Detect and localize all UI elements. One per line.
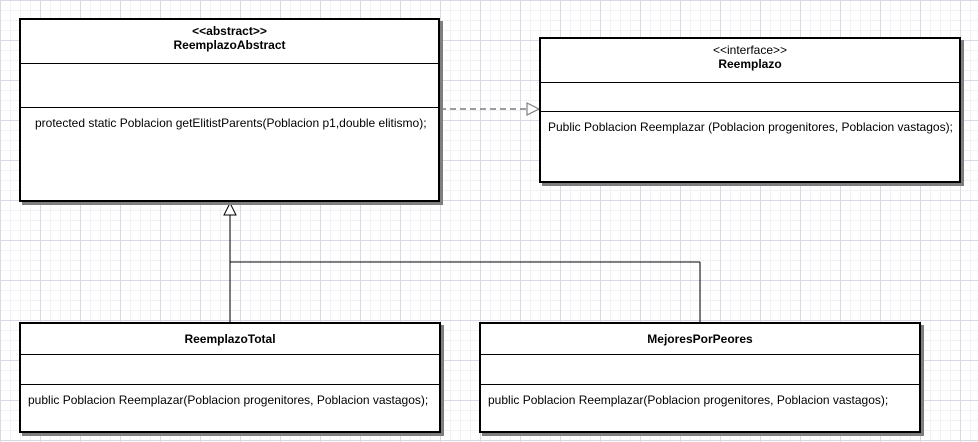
class-name: ReemplazoAbstract: [173, 38, 286, 52]
class-reemplazo-total[interactable]: ReemplazoTotal public Poblacion Reemplaz…: [19, 322, 441, 433]
class-header: MejoresPorPeores: [481, 324, 919, 355]
class-name: Reemplazo: [718, 57, 782, 71]
class-header: <<interface>> Reemplazo: [541, 39, 959, 83]
class-attributes: [21, 64, 438, 108]
class-name: ReemplazoTotal: [184, 332, 276, 346]
class-attributes: [21, 355, 439, 385]
realization-arrowhead: [526, 102, 541, 116]
class-reemplazo-abstract[interactable]: <<abstract>> ReemplazoAbstract protected…: [19, 18, 440, 202]
method-signature: public Poblacion Reemplazar(Poblacion pr…: [28, 393, 429, 407]
class-reemplazo-interface[interactable]: <<interface>> Reemplazo Public Poblacion…: [539, 37, 961, 183]
class-attributes: [481, 355, 919, 385]
method-signature: Public Poblacion Reemplazar (Poblacion p…: [548, 120, 953, 134]
method-signature: public Poblacion Reemplazar(Poblacion pr…: [488, 393, 889, 407]
generalization-arrowhead: [223, 201, 237, 216]
class-header: <<abstract>> ReemplazoAbstract: [21, 20, 438, 64]
class-methods: public Poblacion Reemplazar(Poblacion pr…: [21, 385, 439, 407]
class-name: MejoresPorPeores: [647, 332, 753, 346]
method-signature: protected static Poblacion getElitistPar…: [35, 116, 427, 130]
class-methods: Public Poblacion Reemplazar (Poblacion p…: [541, 112, 959, 134]
class-methods: protected static Poblacion getElitistPar…: [21, 108, 438, 130]
class-stereotype: <<abstract>>: [192, 24, 267, 38]
class-attributes: [541, 83, 959, 112]
class-stereotype: <<interface>>: [712, 43, 788, 57]
class-mejores-por-peores[interactable]: MejoresPorPeores public Poblacion Reempl…: [479, 322, 921, 433]
class-header: ReemplazoTotal: [21, 324, 439, 355]
class-methods: public Poblacion Reemplazar(Poblacion pr…: [481, 385, 919, 407]
